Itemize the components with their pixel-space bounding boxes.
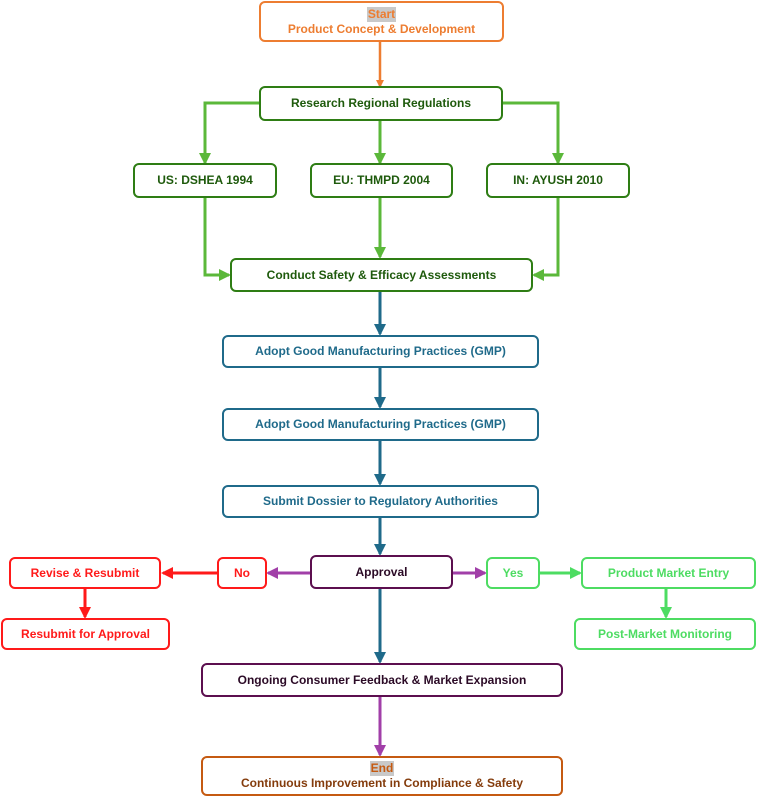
post-market-node: Post-Market Monitoring [574,618,756,650]
us-label: US: DSHEA 1994 [157,173,253,187]
start-node: Start Product Concept & Development [259,1,504,42]
feedback-node: Ongoing Consumer Feedback & Market Expan… [201,663,563,697]
eu-label: EU: THMPD 2004 [333,173,430,187]
end-title: End [369,761,395,776]
eu-node: EU: THMPD 2004 [310,163,453,198]
gmp-label-2: Adopt Good Manufacturing Practices (GMP) [255,417,506,431]
yes-node: Yes [486,557,540,589]
gmp-node-2: Adopt Good Manufacturing Practices (GMP) [222,408,539,441]
arrow-in-to-safety [532,198,560,281]
approval-label: Approval [355,564,408,579]
revise-node: Revise & Resubmit [9,557,161,589]
arrow-us-to-safety [203,198,231,281]
end-label: Continuous Improvement in Compliance & S… [240,776,524,790]
arrow-research-to-in [502,101,564,165]
gmp-node-1: Adopt Good Manufacturing Practices (GMP) [222,335,539,368]
resubmit-label: Resubmit for Approval [21,626,150,641]
dossier-node: Submit Dossier to Regulatory Authorities [222,485,539,518]
start-label: Product Concept & Development [287,21,476,36]
revise-label: Revise & Resubmit [30,565,140,580]
no-node: No [217,557,267,589]
research-label: Research Regional Regulations [290,96,472,110]
no-label: No [234,565,250,580]
in-node: IN: AYUSH 2010 [486,163,630,198]
gmp-label-1: Adopt Good Manufacturing Practices (GMP) [255,344,506,358]
research-node: Research Regional Regulations [259,86,503,121]
approval-node: Approval [310,555,453,589]
dossier-label: Submit Dossier to Regulatory Authorities [263,494,498,508]
us-node: US: DSHEA 1994 [133,163,277,198]
market-entry-node: Product Market Entry [581,557,756,589]
arrow-research-to-us [199,101,259,165]
yes-label: Yes [502,565,524,580]
in-label: IN: AYUSH 2010 [513,173,603,187]
market-entry-label: Product Market Entry [607,565,730,580]
safety-label: Conduct Safety & Efficacy Assessments [266,267,497,282]
safety-node: Conduct Safety & Efficacy Assessments [230,258,533,292]
post-market-label: Post-Market Monitoring [598,626,732,641]
feedback-label: Ongoing Consumer Feedback & Market Expan… [237,672,527,687]
end-node: End Continuous Improvement in Compliance… [201,756,563,796]
start-title: Start [366,6,397,22]
resubmit-node: Resubmit for Approval [1,618,170,650]
